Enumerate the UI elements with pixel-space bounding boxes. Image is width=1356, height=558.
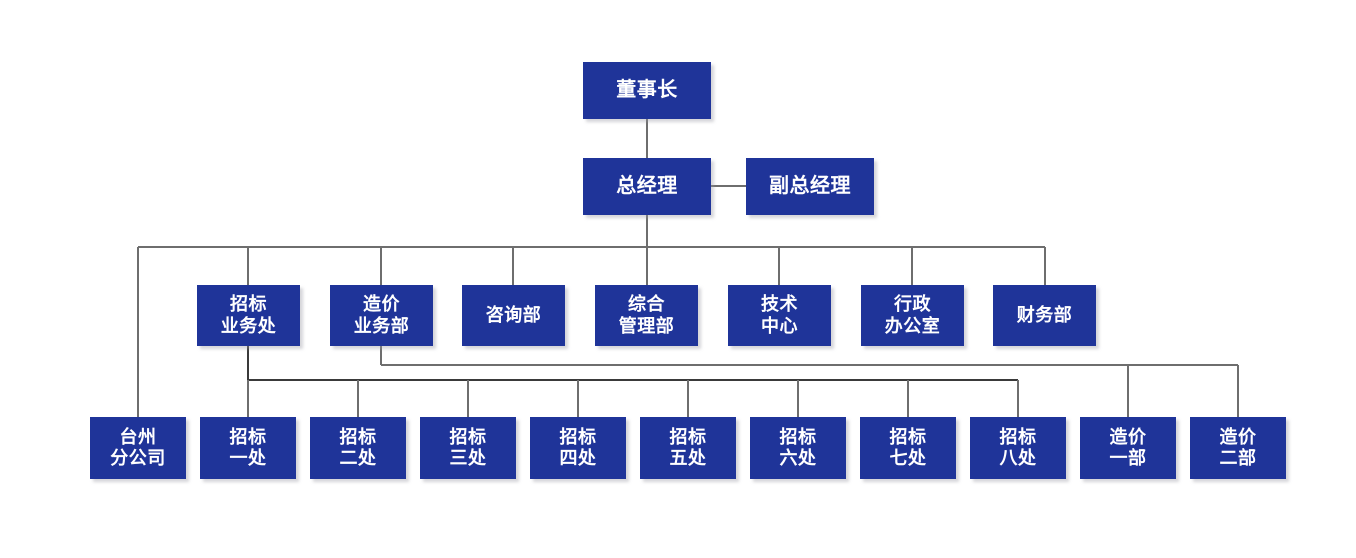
node-bidding-division-2[interactable]: 招标 二处 [310,417,406,479]
node-deputy-manager[interactable]: 副总经理 [746,158,874,215]
node-bidding-division-5[interactable]: 招标 五处 [640,417,736,479]
node-bidding-division-4[interactable]: 招标 四处 [530,417,626,479]
node-general-manager[interactable]: 总经理 [583,158,711,215]
node-general-management-department[interactable]: 综合 管理部 [595,285,698,346]
node-cost-division-1[interactable]: 造价 一部 [1080,417,1176,479]
node-bidding-department[interactable]: 招标 业务处 [197,285,300,346]
node-taizhou-branch[interactable]: 台州 分公司 [90,417,186,479]
node-bidding-division-3[interactable]: 招标 三处 [420,417,516,479]
node-bidding-division-7[interactable]: 招标 七处 [860,417,956,479]
node-bidding-division-8[interactable]: 招标 八处 [970,417,1066,479]
node-cost-department[interactable]: 造价 业务部 [330,285,433,346]
node-bidding-division-6[interactable]: 招标 六处 [750,417,846,479]
node-bidding-division-1[interactable]: 招标 一处 [200,417,296,479]
node-cost-division-2[interactable]: 造价 二部 [1190,417,1286,479]
node-administrative-office[interactable]: 行政 办公室 [861,285,964,346]
node-chairman[interactable]: 董事长 [583,62,711,119]
node-consulting-department[interactable]: 咨询部 [462,285,565,346]
node-finance-department[interactable]: 财务部 [993,285,1096,346]
node-technology-center[interactable]: 技术 中心 [728,285,831,346]
